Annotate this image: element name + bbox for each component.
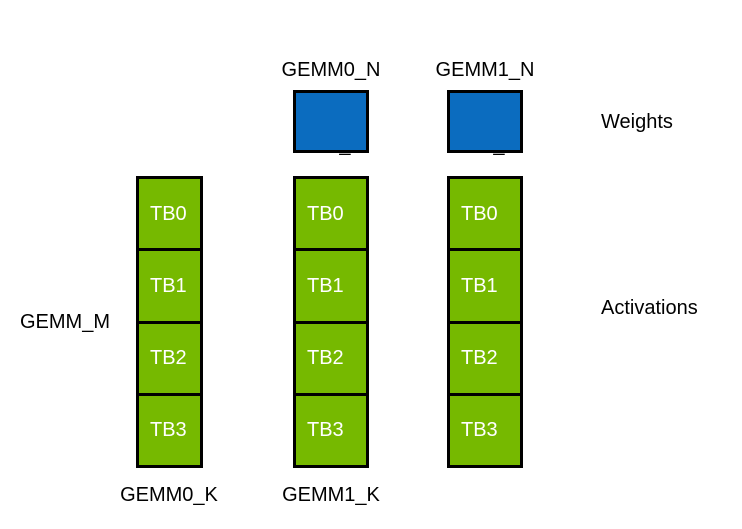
stack-cell: TB2 [139, 323, 200, 396]
stack-cell-label: TB2 [307, 347, 344, 370]
stack-cell-label: TB3 [461, 419, 498, 442]
stack-cell: TB1 [139, 251, 200, 324]
stack-cell-label: TB3 [307, 419, 344, 442]
stack-cell-label: TB3 [150, 419, 187, 442]
stack-cell-label: TB0 [307, 202, 344, 225]
row-label-activations: Activations [601, 297, 698, 319]
stack-cell-label: TB1 [150, 274, 187, 297]
stack-cell: TB0 [450, 179, 520, 252]
bottom-label-gemm1-k: GEMM1_K [282, 484, 380, 506]
weights-block-gemm1 [447, 90, 523, 153]
weights-block-gemm0 [293, 90, 369, 153]
activation-stack-gemm-m: TB0 TB1 TB2 TB3 [136, 176, 203, 468]
stack-cell-label: TB0 [461, 202, 498, 225]
stack-cell: TB0 [139, 179, 200, 252]
stack-cell: TB2 [296, 323, 366, 396]
activation-stack-gemm0: TB0 TB1 TB2 TB3 [293, 176, 369, 468]
stack-cell: TB3 [296, 395, 366, 465]
header-label-gemm0-n-line1: GEMM0_N [281, 59, 381, 81]
stack-cell-label: TB1 [307, 274, 344, 297]
stack-cell: TB2 [450, 323, 520, 396]
stack-cell-label: TB0 [150, 202, 187, 225]
stack-cell: TB0 [296, 179, 366, 252]
bottom-label-gemm0-k: GEMM0_K [120, 484, 218, 506]
activation-stack-gemm1: TB0 TB1 TB2 TB3 [447, 176, 523, 468]
stack-cell-label: TB1 [461, 274, 498, 297]
stack-cell-label: TB2 [461, 347, 498, 370]
stack-cell: TB3 [450, 395, 520, 465]
left-label-gemm-m: GEMM_M [20, 311, 110, 333]
stack-cell: TB3 [139, 395, 200, 465]
stack-cell: TB1 [450, 251, 520, 324]
stack-cell-label: TB2 [150, 347, 187, 370]
row-label-weights: Weights [601, 111, 673, 133]
header-label-gemm1-n-line1: GEMM1_N [435, 59, 535, 81]
stack-cell: TB1 [296, 251, 366, 324]
